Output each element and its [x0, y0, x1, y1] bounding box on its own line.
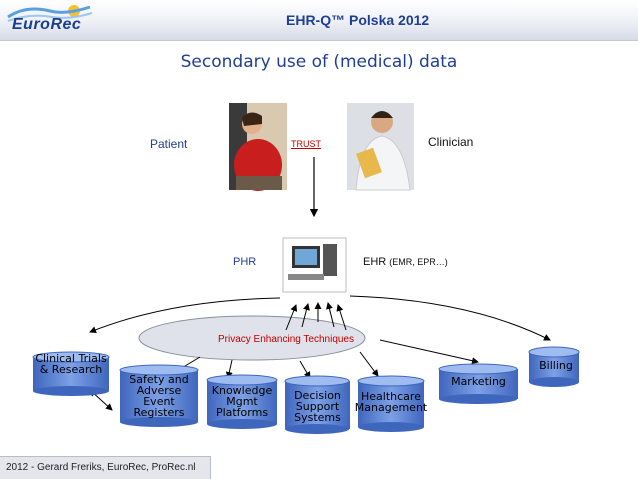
db-label: Healthcare Management: [354, 390, 428, 414]
header-bar: EuroRec EHR-Q™ Polska 2012: [0, 0, 638, 41]
trust-label: TRUST: [291, 139, 321, 149]
db-label: Safety and Adverse Event Registers: [129, 373, 189, 419]
db-label: Marketing: [451, 375, 506, 388]
cylinder-decision: [284, 375, 350, 434]
eurorec-logo: [7, 5, 93, 22]
pet-ellipse: [138, 315, 366, 361]
cylinder-marketing: [438, 363, 518, 404]
cylinder-knowledge: [206, 374, 278, 429]
footer-text: 2012 - Gerard Freriks, EuroRec, ProRec.n…: [6, 462, 196, 473]
db-label: Clinical Trials & Research: [35, 352, 107, 376]
pet-label: Privacy Enhancing Techniques: [218, 334, 355, 345]
db-label: Billing: [539, 359, 573, 372]
ehr-label: EHR (EMR, EPR…): [363, 256, 448, 268]
patient-label: Patient: [150, 137, 188, 151]
phr-label: PHR: [233, 256, 257, 268]
database-cylinders: [32, 346, 580, 434]
patient-photo: [229, 103, 287, 191]
header-title: EHR-Q™ Polska 2012: [286, 12, 430, 28]
cylinder-clinical-trials: [32, 351, 110, 396]
ehr-label-main: EHR: [363, 256, 387, 268]
ehr-label-detail: (EMR, EPR…): [389, 257, 448, 267]
logo-text: EuroRec: [12, 16, 82, 33]
db-label: Decision Support Systems: [294, 389, 341, 424]
cylinder-safety: [119, 364, 199, 427]
footer-bar: 2012 - Gerard Freriks, EuroRec, ProRec.n…: [0, 456, 211, 479]
slide-title: Secondary use of (medical) data: [180, 52, 458, 72]
clinician-photo: [347, 103, 414, 191]
db-label: Knowledge Mgmt Platforms: [211, 384, 273, 419]
clinician-label: Clinician: [428, 135, 474, 149]
cylinder-healthcare: [357, 375, 425, 432]
cylinder-billing: [528, 346, 580, 387]
computer-illustration: [282, 237, 347, 293]
